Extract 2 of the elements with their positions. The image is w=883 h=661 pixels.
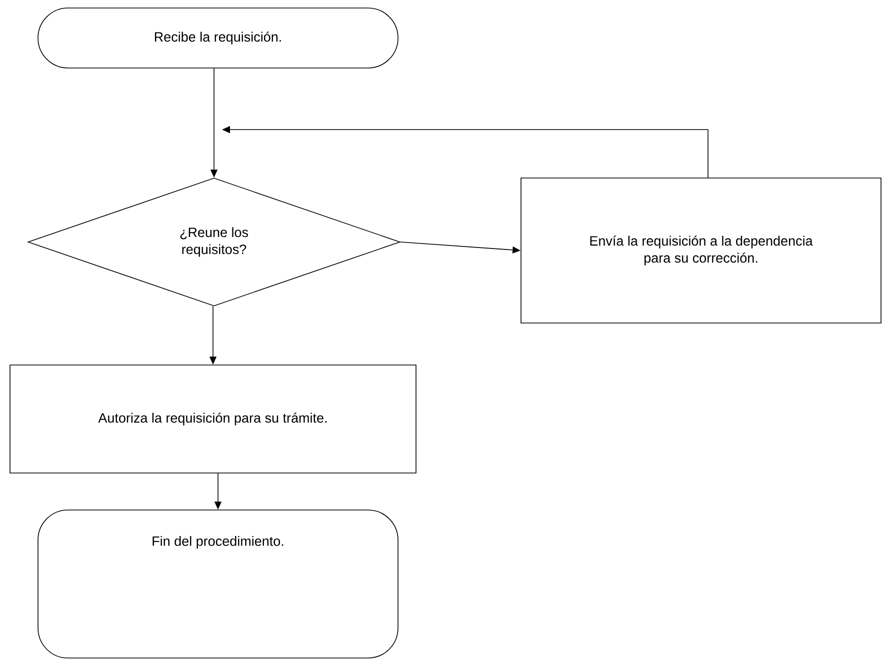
process-box: Envía la requisición a la dependencia para su corrección. <box>520 178 882 324</box>
process-box: Autoriza la requisición para su trámite. <box>10 364 416 474</box>
